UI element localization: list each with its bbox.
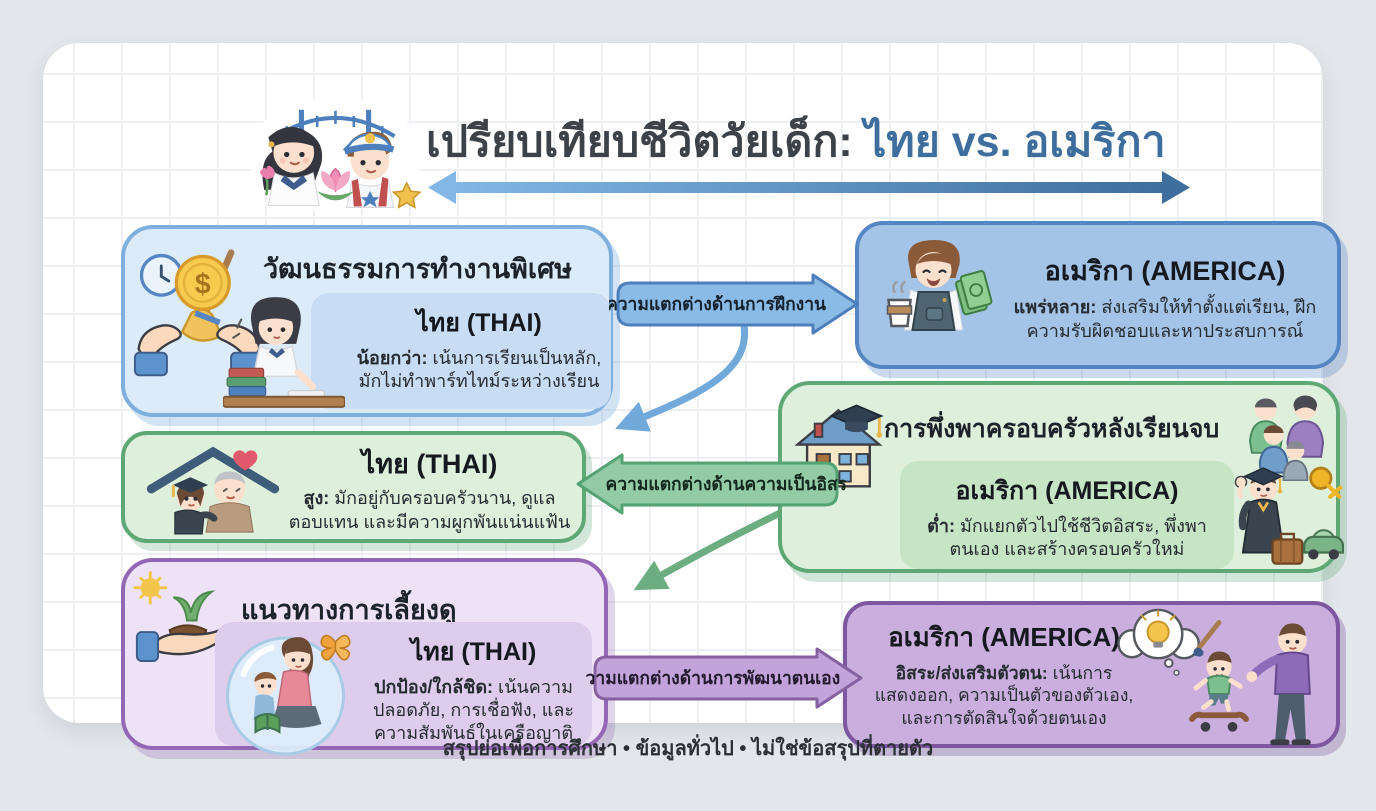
card-work-culture-america: อเมริกา (AMERICA) แพร่หลาย: ส่งเสริมให้ท…: [855, 221, 1341, 369]
description-lead: น้อยกว่า:: [356, 348, 428, 368]
country-heading: ไทย (THAI): [410, 638, 537, 666]
description-text: สูง: มักอยู่กับครอบครัวนาน, ดูแลตอบแทน แ…: [287, 487, 572, 533]
curve-to-parenting-box: [633, 509, 784, 591]
description-text: อิสระ/ส่งเสริมตัวตน: เน้นการแสดงออก, ควา…: [859, 662, 1149, 729]
arrow-label: ความแตกต่างด้านการพัฒนาตนเอง: [586, 668, 840, 688]
description-lead: ปกป้อง/ใกล้ชิด:: [374, 677, 494, 697]
card-parenting-thai: แนวทางการเลี้ยงดู ไทย (THAI) ปกป้อง/ใกล้…: [121, 558, 608, 756]
hands-clock-coin-broom-icon: $: [133, 249, 265, 377]
curve-to-thai-family-box: [615, 316, 749, 432]
hand-seedling-sun-icon: [133, 570, 224, 662]
topic-title: การพึ่งพาครอบครัวหลังเรียนจบ: [884, 415, 1220, 443]
description-text: น้อยกว่า: เน้นการเรียนเป็นหลัก, มักไม่ทำ…: [355, 347, 603, 393]
boy-barista-illustration: [886, 240, 993, 331]
description-text: แพร่หลาย: ส่งเสริมให้ทำตั้งแต่เรียน, ฝึก…: [1007, 296, 1323, 342]
family-group-icon: [1248, 395, 1325, 481]
arrow-self-development-difference: ความแตกต่างด้านการพัฒนาตนเอง: [586, 647, 863, 709]
country-heading: อเมริกา (AMERICA): [888, 622, 1120, 652]
title-accent: ไทย vs. อเมริกา: [864, 118, 1166, 166]
disclaimer-text: สรุปย่อเพื่อการศึกษา • ข้อมูลทั่วไป • ไม…: [442, 738, 934, 760]
description-rest: มักอยู่กับครอบครัวนาน, ดูแลตอบแทน และมีค…: [288, 488, 571, 532]
description-text: ต่ำ: มักแยกตัวไปใช้ชีวิตอิสระ, พึ่งพาตนเ…: [910, 515, 1224, 561]
description-rest: เน้นการเรียนเป็นหลัก, มักไม่ทำพาร์ทไทม์ร…: [358, 348, 602, 392]
card-work-culture-thai: $ วัฒนธรรมการทำงานพิเศษ ไทย (THAI) น้อยก…: [121, 225, 613, 417]
description-text: ปกป้อง/ใกล้ชิด: เน้นความปลอดภัย, การเชื่…: [363, 676, 584, 745]
description-rest: ส่งเสริมให้ทำตั้งแต่เรียน, ฝึกความรับผิด…: [1026, 297, 1317, 341]
country-heading: อเมริกา (AMERICA): [1044, 256, 1286, 287]
country-heading: ไทย (THAI): [361, 449, 498, 480]
svg-text:$: $: [195, 267, 211, 299]
title-main: เปรียบเทียบชีวิตวัยเด็ก:: [426, 118, 853, 166]
card-family-reliance-thai: ไทย (THAI) สูง: มักอยู่กับครอบครัวนาน, ด…: [121, 431, 586, 543]
arrow-independence-difference: ความแตกต่างด้านความเป็นอิสระ: [576, 453, 846, 515]
arrow-work-training-difference: ความแตกต่างด้านการฝึกงาน: [609, 273, 859, 335]
arrow-label: ความแตกต่างด้านการฝึกงาน: [609, 294, 826, 314]
thai-detail-panel: ไทย (THAI) น้อยกว่า: เน้นการเรียนเป็นหลั…: [311, 293, 611, 409]
description-rest: เน้นการแสดงออก, ความเป็นตัวของตัวเอง, แล…: [874, 663, 1134, 728]
america-detail: อเมริกา (AMERICA) อิสระ/ส่งเสริมตัวตน: เ…: [859, 613, 1149, 729]
country-heading: อเมริกา (AMERICA): [955, 477, 1179, 505]
card-parenting-america: อเมริกา (AMERICA) อิสระ/ส่งเสริมตัวตน: เ…: [843, 601, 1340, 748]
title-double-arrow-icon: [428, 171, 1190, 204]
card-family-reliance-america: การพึ่งพาครอบครัวหลังเรียนจบ อเมริกา (AM…: [778, 381, 1344, 573]
girl-studying-illustration: [223, 297, 345, 408]
description-lead: อิสระ/ส่งเสริมตัวตน:: [895, 663, 1048, 683]
description-lead: ต่ำ:: [927, 516, 955, 536]
country-heading: ไทย (THAI): [416, 309, 542, 337]
description-rest: มักแยกตัวไปใช้ชีวิตอิสระ, พึ่งพาตนเอง แล…: [949, 516, 1207, 560]
america-detail: อเมริกา (AMERICA) แพร่หลาย: ส่งเสริมให้ท…: [993, 247, 1337, 342]
graduate-key-car-illustration: [1234, 466, 1344, 565]
infographic-canvas: เปรียบเทียบชีวิตวัยเด็ก: ไทย vs. อเมริกา: [43, 43, 1344, 760]
father-boy-skateboard-illustration: [1117, 608, 1311, 746]
mother-child-bubble-illustration: [226, 634, 351, 756]
description-lead: แพร่หลาย:: [1013, 297, 1097, 318]
arrow-label: ความแตกต่างด้านความเป็นอิสระ: [606, 472, 846, 494]
thai-detail: ไทย (THAI) สูง: มักอยู่กับครอบครัวนาน, ด…: [287, 440, 582, 533]
america-detail-panel: อเมริกา (AMERICA) ต่ำ: มักแยกตัวไปใช้ชีว…: [900, 461, 1234, 569]
page-title: เปรียบเทียบชีวิตวัยเด็ก: ไทย vs. อเมริกา: [426, 107, 1206, 175]
infographic-card: เปรียบเทียบชีวิตวัยเด็ก: ไทย vs. อเมริกา: [43, 43, 1344, 756]
description-rest: เน้นความปลอดภัย, การเชื่อฟัง, และความสัม…: [372, 677, 575, 744]
description-lead: สูง:: [303, 488, 330, 509]
topic-title: แนวทางการเลี้ยงดู: [241, 595, 457, 625]
family-under-roof-illustration: [146, 446, 280, 535]
topic-title: วัฒนธรรมการทำงานพิเศษ: [263, 254, 573, 284]
thai-american-kids-illustration: [248, 97, 423, 211]
